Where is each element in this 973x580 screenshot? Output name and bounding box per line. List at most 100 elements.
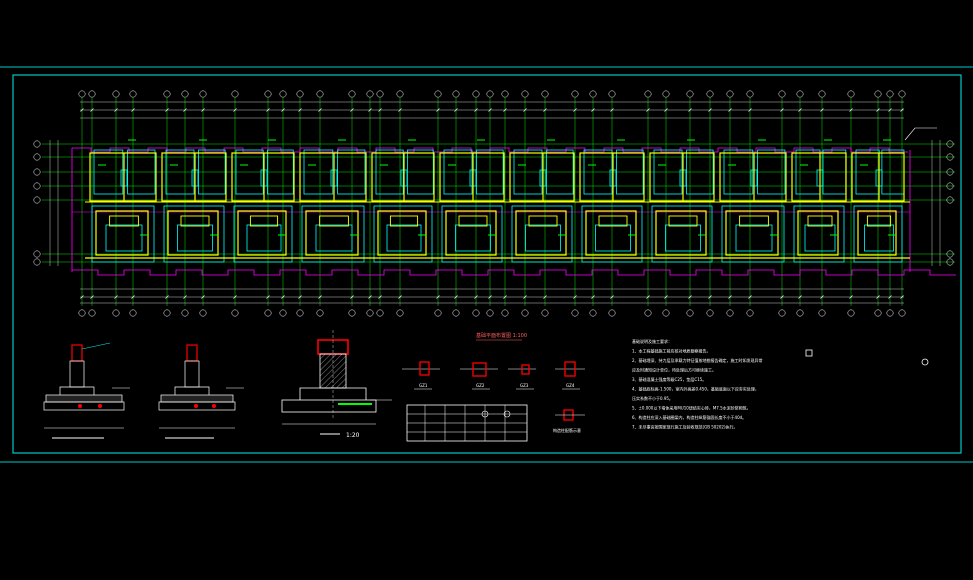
axis-bubble-right-3 bbox=[946, 182, 954, 190]
axis-bubble-right-1 bbox=[946, 153, 954, 161]
col2-label: GZ2 bbox=[476, 383, 485, 388]
dim-tick-bottom-38 bbox=[900, 295, 904, 299]
pier-inner-3 bbox=[315, 224, 353, 252]
dim-tick-bottom-7 bbox=[233, 295, 237, 299]
dim-tick-top-15 bbox=[398, 108, 402, 112]
dim-tick-top-38 bbox=[900, 108, 904, 112]
axis-bubble-bottom-31 bbox=[746, 309, 754, 317]
pier-upper-left-0 bbox=[93, 149, 124, 195]
dim-tick-bottom-5 bbox=[183, 295, 187, 299]
table-circle-b bbox=[503, 410, 511, 418]
axis-bubble-bottom-16 bbox=[434, 309, 442, 317]
axis-bubble-top-19 bbox=[486, 90, 494, 98]
wall-lower-4 bbox=[377, 210, 427, 256]
plan-dimension-lines bbox=[49, 101, 941, 304]
pier-upper-right-6 bbox=[546, 149, 574, 195]
dim-tick-top-30 bbox=[728, 108, 732, 112]
axis-bubble-top-17 bbox=[452, 90, 460, 98]
axis-bubble-top-14 bbox=[376, 90, 384, 98]
axis-bubble-bottom-34 bbox=[818, 309, 826, 317]
note-line-6: 压实系数不小于0.95。 bbox=[632, 395, 673, 401]
dim-tick-bottom-15 bbox=[398, 295, 402, 299]
outline-bottom bbox=[72, 269, 956, 276]
note-line-0: 基础说明及施工要求： bbox=[632, 338, 672, 344]
dim-tick-bottom-27 bbox=[664, 295, 668, 299]
dim-tick-bottom-17 bbox=[454, 295, 458, 299]
axis-bubble-bottom-4 bbox=[163, 309, 171, 317]
axis-bubble-top-38 bbox=[898, 90, 906, 98]
axis-bubble-bottom-12 bbox=[348, 309, 356, 317]
dim-tick-bottom-8 bbox=[266, 295, 270, 299]
dim-tick-top-14 bbox=[378, 108, 382, 112]
axis-bubble-bottom-15 bbox=[396, 309, 404, 317]
axis-bubble-bottom-14 bbox=[376, 309, 384, 317]
pier-lower-2 bbox=[233, 205, 293, 263]
dim-tick-top-22 bbox=[543, 108, 547, 112]
wall-lower-6 bbox=[515, 210, 567, 256]
axis-bubble-top-9 bbox=[279, 90, 287, 98]
note-line-1: 1、本工程基础施工前应核对地质勘察报告。 bbox=[632, 348, 711, 354]
footing-detail-1 bbox=[43, 342, 130, 439]
pier-upper-right-8 bbox=[686, 149, 714, 195]
axis-bubble-bottom-21 bbox=[521, 309, 529, 317]
pier-upper-left-4 bbox=[375, 149, 404, 195]
dim-tick-bottom-9 bbox=[281, 295, 285, 299]
dim-tick-bottom-31 bbox=[748, 295, 752, 299]
detail1-leader bbox=[81, 342, 111, 350]
wall-upper-5 bbox=[439, 152, 505, 202]
axis-bubble-right-5 bbox=[946, 250, 954, 258]
dim-tick-top-23 bbox=[573, 108, 577, 112]
dim-tick-top-1 bbox=[90, 108, 94, 112]
axis-bubble-left-6 bbox=[33, 258, 41, 266]
dim-tick-bottom-34 bbox=[820, 295, 824, 299]
pier-upper-left-7 bbox=[583, 149, 613, 195]
wall-lower-0 bbox=[95, 210, 149, 256]
col1-label: GZ1 bbox=[419, 383, 428, 388]
axis-bubble-left-0 bbox=[33, 140, 41, 148]
dim-tick-top-3 bbox=[131, 108, 135, 112]
axis-bubble-bottom-22 bbox=[541, 309, 549, 317]
dim-tick-top-6 bbox=[201, 108, 205, 112]
dim-tick-top-33 bbox=[798, 108, 802, 112]
wall-lower-5 bbox=[445, 210, 497, 256]
plan-axis-bubbles bbox=[33, 90, 954, 317]
dim-tick-bottom-37 bbox=[888, 295, 892, 299]
dim-tick-top-25 bbox=[610, 108, 614, 112]
axis-bubble-top-36 bbox=[874, 90, 882, 98]
axis-bubble-top-23 bbox=[571, 90, 579, 98]
axis-bubble-top-26 bbox=[644, 90, 652, 98]
dim-tick-bottom-29 bbox=[708, 295, 712, 299]
wall-upper-8 bbox=[649, 152, 715, 202]
detail2-beam bbox=[160, 394, 234, 403]
dim-tick-top-9 bbox=[281, 108, 285, 112]
axis-bubble-top-28 bbox=[686, 90, 694, 98]
axis-bubble-top-21 bbox=[521, 90, 529, 98]
dim-tick-bottom-11 bbox=[318, 295, 322, 299]
pier-inner-6 bbox=[525, 224, 561, 252]
wall-lower-9 bbox=[725, 210, 779, 256]
wall-lower-8 bbox=[655, 210, 707, 256]
axis-bubble-bottom-19 bbox=[486, 309, 494, 317]
axis-bubble-bottom-1 bbox=[88, 309, 96, 317]
dim-tick-bottom-32 bbox=[780, 295, 784, 299]
wall-beam-5 bbox=[458, 215, 488, 227]
detail3-pad bbox=[281, 399, 377, 413]
axis-bubble-top-18 bbox=[472, 90, 480, 98]
dim-tick-top-5 bbox=[183, 108, 187, 112]
axis-bubble-bottom-5 bbox=[181, 309, 189, 317]
dim-tick-top-24 bbox=[591, 108, 595, 112]
note-line-8: 6、构造柱应深入基础圈梁内，构造柱纵筋锚固长度不小于40d。 bbox=[632, 414, 746, 420]
axis-bubble-bottom-0 bbox=[78, 309, 86, 317]
axis-bubble-bottom-10 bbox=[296, 309, 304, 317]
axis-bubble-top-20 bbox=[501, 90, 509, 98]
axis-bubble-top-7 bbox=[231, 90, 239, 98]
detail1-pad bbox=[43, 401, 125, 411]
pier-upper-right-1 bbox=[198, 149, 226, 195]
dim-tick-top-13 bbox=[368, 108, 372, 112]
pier-inner-7 bbox=[595, 224, 631, 252]
wall-upper-4 bbox=[371, 152, 435, 202]
pier-lower-7 bbox=[581, 205, 643, 263]
dim-tick-top-28 bbox=[688, 108, 692, 112]
wall-upper-2 bbox=[231, 152, 295, 202]
axis-bubble-bottom-3 bbox=[129, 309, 137, 317]
